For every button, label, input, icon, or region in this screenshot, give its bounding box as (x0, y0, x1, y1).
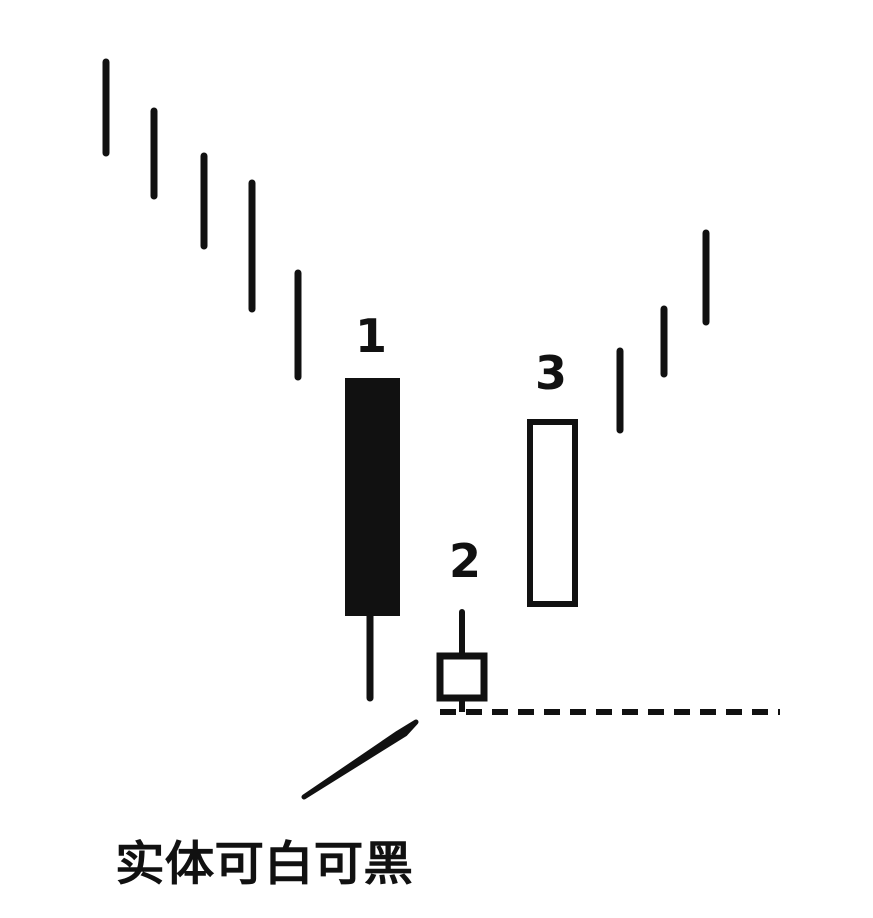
uptrend-sticks (616, 229, 710, 434)
downtrend-sticks (102, 58, 302, 381)
candle-1 (345, 378, 400, 702)
candle-1-body (345, 378, 400, 616)
caption-pointer-line (301, 719, 419, 800)
candle-3-body (527, 419, 578, 607)
caption-text: 实体可白可黑 (115, 837, 413, 892)
candle-2-label: 2 (449, 534, 481, 588)
candle-1-label: 1 (355, 309, 387, 363)
candle-2-body (436, 652, 488, 702)
candle-2 (436, 609, 488, 712)
candle-3-label: 3 (535, 346, 567, 400)
